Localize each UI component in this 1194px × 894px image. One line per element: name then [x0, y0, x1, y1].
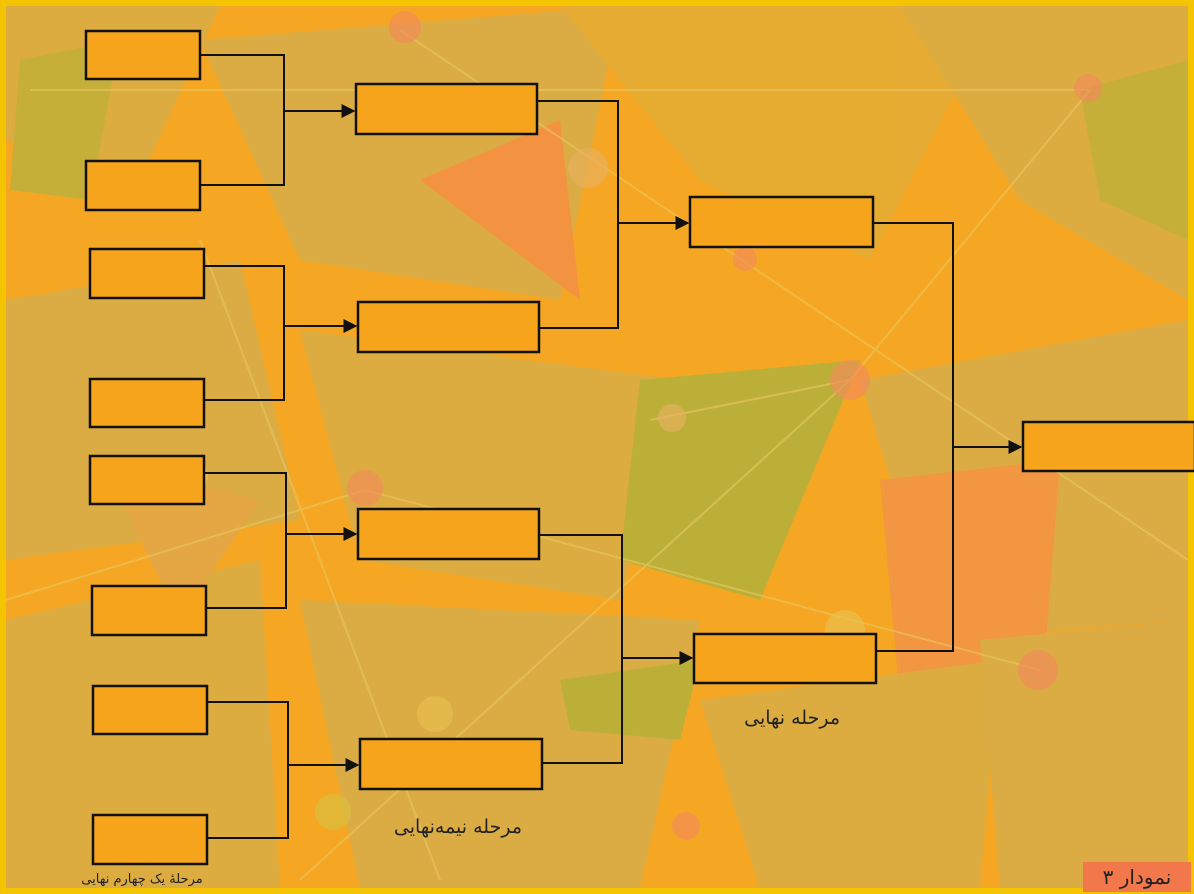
- qf-box-8: [93, 815, 207, 864]
- qf-box-2: [86, 161, 200, 210]
- final-stage-label: مرحله نهایی: [720, 707, 840, 729]
- connector-qf-4: [207, 702, 288, 838]
- quarter-final-stage-label: مرحلۀ یک چهارم نهایی: [52, 872, 232, 887]
- sf-box-1: [356, 84, 537, 134]
- winner-box: [1023, 422, 1194, 471]
- connector-sf-lower: [539, 535, 622, 763]
- final-box-2: [694, 634, 876, 683]
- qf-box-6: [92, 586, 206, 635]
- connector-qf-1: [200, 55, 284, 185]
- sf-box-4: [360, 739, 542, 789]
- connector-qf-3: [204, 473, 286, 608]
- connector-sf-upper: [537, 101, 618, 328]
- sf-box-3: [358, 509, 539, 559]
- qf-box-3: [90, 249, 204, 298]
- qf-box-4: [90, 379, 204, 427]
- figure-number-tag: نمودار ۳: [1083, 862, 1191, 892]
- semi-final-stage-label: مرحله نیمه‌نهایی: [362, 816, 522, 838]
- connector-final: [873, 223, 953, 651]
- qf-box-7: [93, 686, 207, 734]
- qf-box-1: [86, 31, 200, 79]
- sf-box-2: [358, 302, 539, 352]
- qf-box-5: [90, 456, 204, 504]
- final-box-1: [690, 197, 873, 247]
- connector-qf-2: [204, 266, 284, 400]
